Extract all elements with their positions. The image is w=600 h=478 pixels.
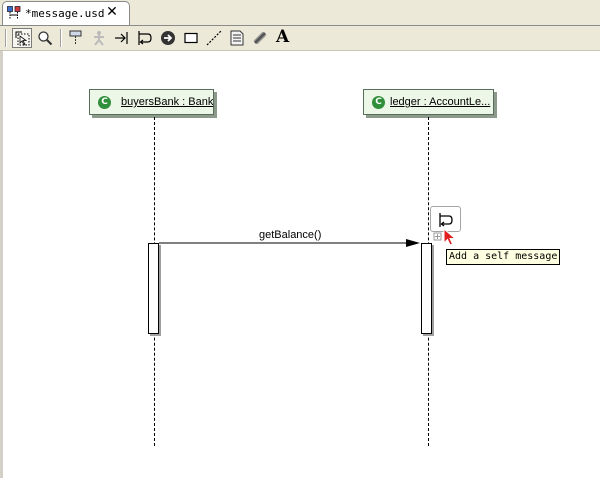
return-message-tool-button[interactable]	[158, 28, 178, 48]
box-tool-button[interactable]	[181, 28, 201, 48]
note-icon	[230, 30, 244, 46]
link-icon	[253, 31, 267, 45]
actor-icon	[94, 31, 104, 46]
message-arrow[interactable]	[158, 236, 424, 250]
toolbar-separator	[5, 29, 7, 47]
palette-toolbar: A	[0, 26, 600, 51]
tab-title: *message.usd	[25, 7, 105, 20]
text-icon: A	[276, 27, 290, 47]
return-message-icon	[161, 31, 175, 45]
dashed-line-icon	[206, 30, 222, 46]
text-tool-button[interactable]: A	[273, 27, 293, 48]
lifeline-label: ledger : AccountLe...	[390, 96, 491, 108]
message-icon	[115, 32, 128, 44]
close-tab-icon[interactable]: ✕	[106, 4, 118, 20]
sequence-diagram-file-icon	[7, 6, 21, 19]
self-message-tool-button[interactable]	[135, 28, 155, 48]
activation-bar[interactable]	[148, 243, 159, 334]
dashed-line-tool-button[interactable]	[204, 28, 224, 48]
zoom-tool-button[interactable]	[35, 28, 55, 48]
link-tool-button[interactable]	[250, 28, 270, 48]
lifeline-icon	[69, 30, 82, 45]
toolbar-separator	[60, 29, 62, 47]
self-message-icon	[138, 31, 152, 45]
mouse-cursor-icon	[443, 228, 457, 246]
select-icon	[15, 31, 30, 46]
class-icon: C	[372, 96, 385, 109]
select-tool-button[interactable]	[12, 28, 32, 48]
actor-tool-button[interactable]	[89, 28, 109, 48]
lifeline-buyersbank[interactable]: C buyersBank : Bank	[89, 89, 214, 115]
editor-tab-strip: *message.usd ✕	[0, 0, 600, 26]
drag-handle-icon[interactable]	[433, 232, 443, 242]
class-icon: C	[98, 96, 111, 109]
note-tool-button[interactable]	[227, 28, 247, 48]
message-label: getBalance()	[259, 229, 322, 241]
lifeline-tool-button[interactable]	[66, 28, 86, 48]
box-icon	[184, 32, 198, 44]
lifeline-ledger[interactable]: C ledger : AccountLe...	[363, 89, 494, 115]
message-tool-button[interactable]	[112, 28, 132, 48]
add-self-message-button[interactable]	[430, 206, 461, 232]
zoom-icon	[38, 31, 53, 46]
self-message-icon	[439, 213, 453, 227]
activation-bar[interactable]	[421, 243, 432, 334]
lifeline-label: buyersBank : Bank	[121, 96, 214, 108]
editor-tab[interactable]: *message.usd ✕	[2, 1, 130, 25]
tooltip: Add a self message	[446, 249, 561, 265]
